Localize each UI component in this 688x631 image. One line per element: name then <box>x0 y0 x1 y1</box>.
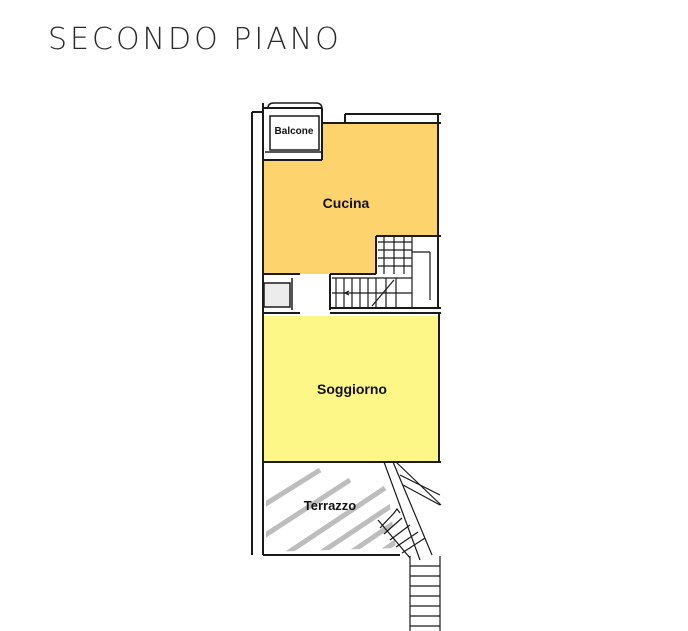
external-stair <box>377 461 442 631</box>
terrazzo-label: Terrazzo <box>304 498 357 513</box>
internal-stair <box>332 236 431 308</box>
floor-title: SECONDO PIANO <box>48 22 342 57</box>
cucina-label: Cucina <box>323 195 370 211</box>
soggiorno-room <box>264 316 439 461</box>
balcone <box>265 102 323 153</box>
soggiorno-label: Soggiorno <box>317 381 387 397</box>
storage-niche <box>263 278 293 310</box>
balcone-label: Balcone <box>275 126 314 137</box>
walls <box>251 103 441 556</box>
